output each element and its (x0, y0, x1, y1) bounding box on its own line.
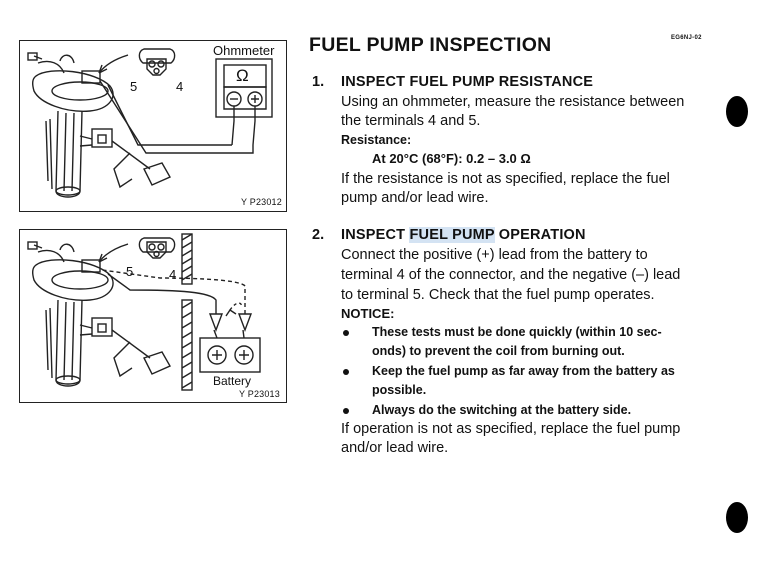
section-1-footer-line: If the resistance is not as specified, r… (341, 171, 670, 187)
section-1-title: INSPECT FUEL PUMP RESISTANCE (341, 74, 594, 90)
document-code: EG6NJ-02 (671, 35, 702, 41)
section-1-footer-line: pump and/or lead wire. (341, 190, 489, 206)
resistance-label: Resistance: (341, 133, 412, 147)
section-2-title-post: OPERATION (498, 227, 586, 243)
figure-code: Y P23012 (241, 197, 282, 207)
terminal-5-label: 5 (126, 264, 134, 279)
section-2-footer-line: and/or lead wire. (341, 440, 449, 456)
notice-item-line: Always do the switching at the battery s… (372, 403, 632, 417)
notice-bullet (343, 369, 349, 375)
ohm-symbol: Ω (236, 66, 249, 85)
ohmmeter-label: Ohmmeter (213, 43, 275, 58)
notice-item-line: onds) to prevent the coil from burning o… (372, 344, 625, 358)
section-2-body-line: terminal 4 of the connector, and the neg… (341, 267, 681, 283)
section-2-footer-line: If operation is not as specified, replac… (341, 421, 681, 437)
terminal-5-label: 5 (130, 79, 138, 94)
section-1-number: 1. (312, 74, 325, 90)
battery-label: Battery (213, 374, 252, 388)
notice-bullet (343, 330, 349, 336)
fuel-pump-ohmmeter-illustration (27, 48, 273, 198)
terminal-4-label: 4 (176, 79, 184, 94)
notice-label: NOTICE: (341, 306, 395, 321)
figure-code: Y P23013 (239, 389, 280, 399)
page-title: FUEL PUMP INSPECTION (309, 34, 552, 56)
fuel-pump-battery-illustration (27, 233, 261, 391)
notice-item-line: These tests must be done quickly (within… (372, 325, 662, 339)
section-2-body-line: Connect the positive (+) lead from the b… (341, 247, 648, 263)
section-2-number: 2. (312, 227, 325, 243)
figure-ohmmeter-test: Ohmmeter Ω 5 4 Y P23012 (19, 40, 287, 212)
notice-bullet (343, 408, 349, 414)
section-2-title-pre: INSPECT (341, 227, 406, 243)
figure-battery-test: 5 4 Battery Y P23013 (19, 229, 287, 403)
section-2-title: INSPECT FUEL PUMP OPERATION (341, 227, 586, 243)
terminal-4-label: 4 (169, 267, 177, 282)
notice-item-line: Keep the fuel pump as far away from the … (372, 364, 675, 378)
section-1-body-line: the terminals 4 and 5. (341, 113, 481, 129)
notice-item-line: possible. (372, 383, 427, 397)
binder-hole-top (726, 96, 748, 127)
binder-hole-bottom (726, 502, 748, 533)
section-1-body-line: Using an ohmmeter, measure the resistanc… (341, 94, 685, 110)
section-2-title-highlight: FUEL PUMP (409, 227, 495, 243)
resistance-value: At 20°C (68°F): 0.2 – 3.0 Ω (372, 151, 531, 166)
section-2-body-line: to terminal 5. Check that the fuel pump … (341, 287, 655, 303)
